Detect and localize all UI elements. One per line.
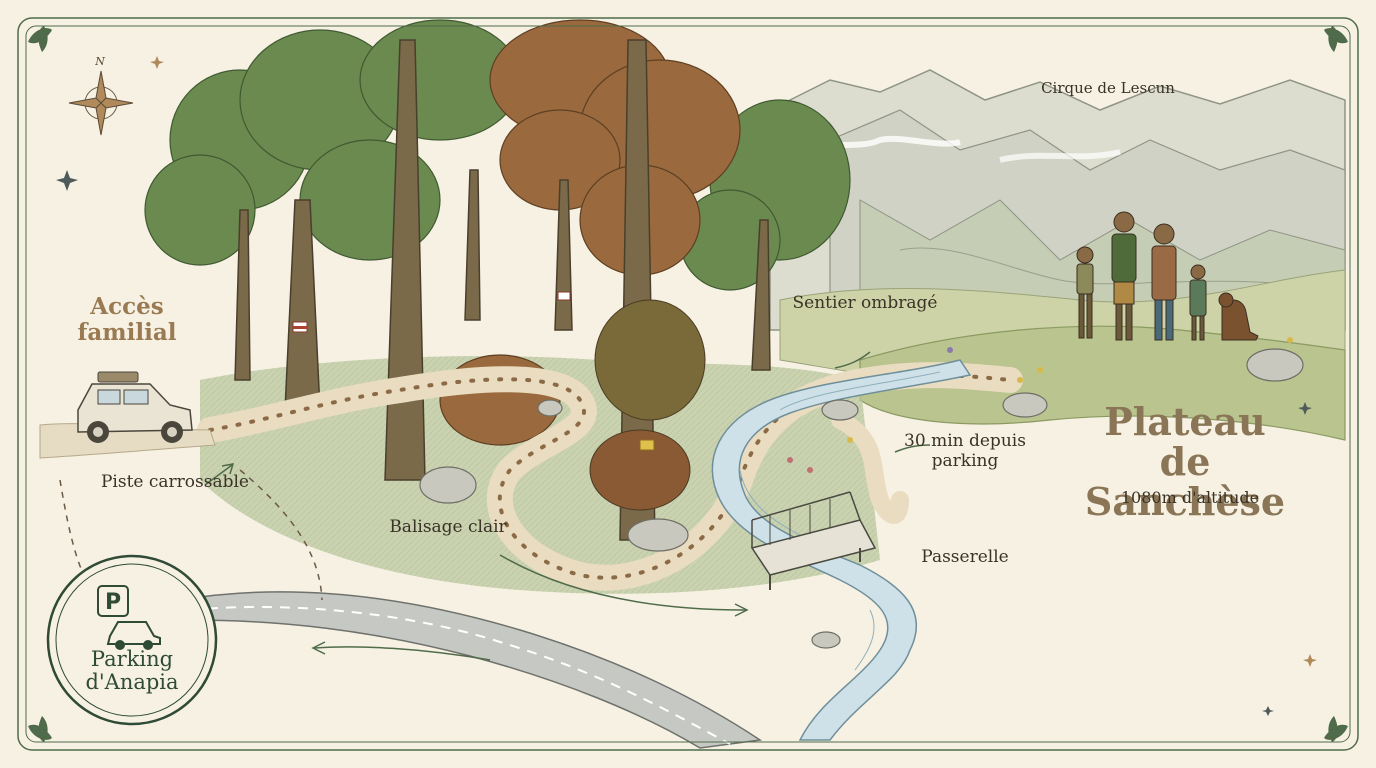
- family-hikers-icon: [1076, 211, 1207, 341]
- parking-car-icon: [106, 621, 161, 650]
- forest-trees: [144, 19, 851, 541]
- leaf-ornament-icon: [28, 26, 1348, 742]
- cirque-label: Cirque de Lescun: [1041, 79, 1175, 97]
- trail-marking-label: Balisage clair: [389, 517, 507, 537]
- dog-icon: [1218, 292, 1259, 341]
- sparkle-icon: [56, 56, 1317, 716]
- route-dashed-lines: [59, 469, 323, 601]
- parking-sign-icon: P: [97, 585, 129, 617]
- direction-arrows: [204, 351, 931, 661]
- road-label: Piste carrossable: [100, 472, 249, 492]
- wildflowers: [787, 337, 1293, 473]
- parking-label: Parking d'Anapia: [85, 647, 179, 695]
- shaded-trail-label: Sentier ombragé: [792, 293, 938, 313]
- footbridge-label: Passerelle: [921, 547, 1009, 567]
- river-ripples: [739, 371, 941, 671]
- footbridge-icon: [750, 491, 877, 590]
- river: [711, 359, 972, 741]
- walk-time-label: 30 min depuis parking: [904, 431, 1026, 471]
- plateau-hill: [859, 325, 1346, 441]
- compass-north-label: N: [95, 55, 105, 68]
- parking-stamp: P: [46, 554, 218, 726]
- car-icon: [77, 371, 193, 443]
- destination-title: Plateau de Sanchèse: [1084, 399, 1286, 524]
- decorative-frame: [17, 17, 1359, 751]
- paved-road: [178, 591, 763, 749]
- road-center-line: [189, 606, 731, 745]
- parking-sign-letter: P: [105, 590, 121, 615]
- rocks: [419, 348, 1304, 649]
- altitude-label: 1080m d'altitude: [1120, 488, 1260, 507]
- access-label: Accès familial: [77, 293, 177, 347]
- plateau-trail: [831, 411, 909, 524]
- compass-rose-icon: [68, 70, 134, 136]
